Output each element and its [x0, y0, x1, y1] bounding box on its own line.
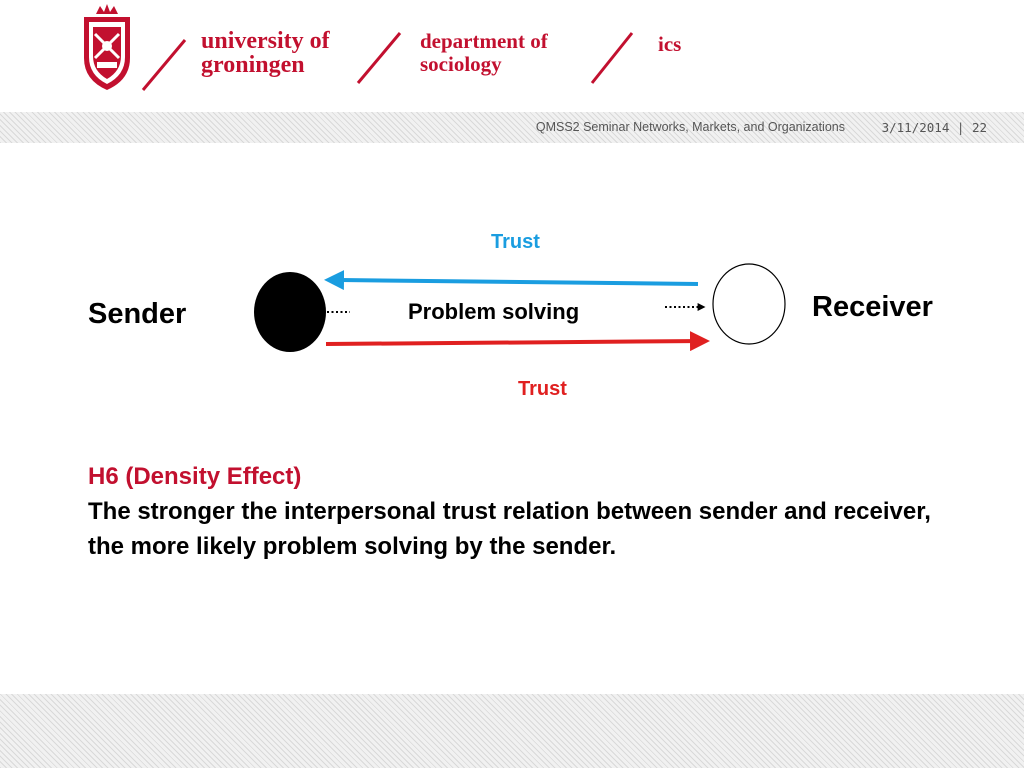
university-name-line-1: university of — [201, 28, 330, 54]
header-band — [0, 112, 1024, 143]
footer-band — [0, 694, 1024, 768]
receiver-node — [712, 263, 786, 345]
institute-name: ics — [658, 32, 682, 56]
slide-date: 3/11/2014 — [881, 120, 950, 135]
hypothesis-block: H6 (Density Effect) The stronger the int… — [88, 459, 968, 564]
hypothesis-title: H6 (Density Effect) — [88, 463, 302, 490]
slide-meta: 3/11/2014 | 22 — [882, 120, 987, 135]
sender-node — [254, 272, 326, 352]
slash-divider-1 — [141, 39, 187, 91]
meta-separator: | — [956, 120, 965, 135]
page-number: 22 — [971, 120, 987, 135]
slash-divider-3 — [590, 32, 634, 84]
course-title: QMSS2 Seminar Networks, Markets, and Org… — [535, 120, 845, 134]
department-name-line-1: department of — [420, 29, 548, 53]
university-crest-icon — [84, 4, 130, 90]
trust-arrow-bottom — [325, 331, 710, 352]
receiver-label: Receiver — [812, 291, 933, 323]
trust-top-label: Trust — [491, 231, 540, 253]
slash-divider-2 — [356, 32, 402, 84]
header-logos — [84, 4, 634, 91]
hypothesis-text: The stronger the interpersonal trust rel… — [88, 498, 931, 560]
university-name-line-2: groningen — [201, 52, 305, 78]
trust-bottom-label: Trust — [518, 378, 567, 400]
problem-solving-label: Problem solving — [408, 299, 580, 324]
trust-arrow-top — [324, 270, 699, 291]
sender-label: Sender — [88, 298, 187, 330]
department-name-line-2: sociology — [420, 52, 502, 76]
